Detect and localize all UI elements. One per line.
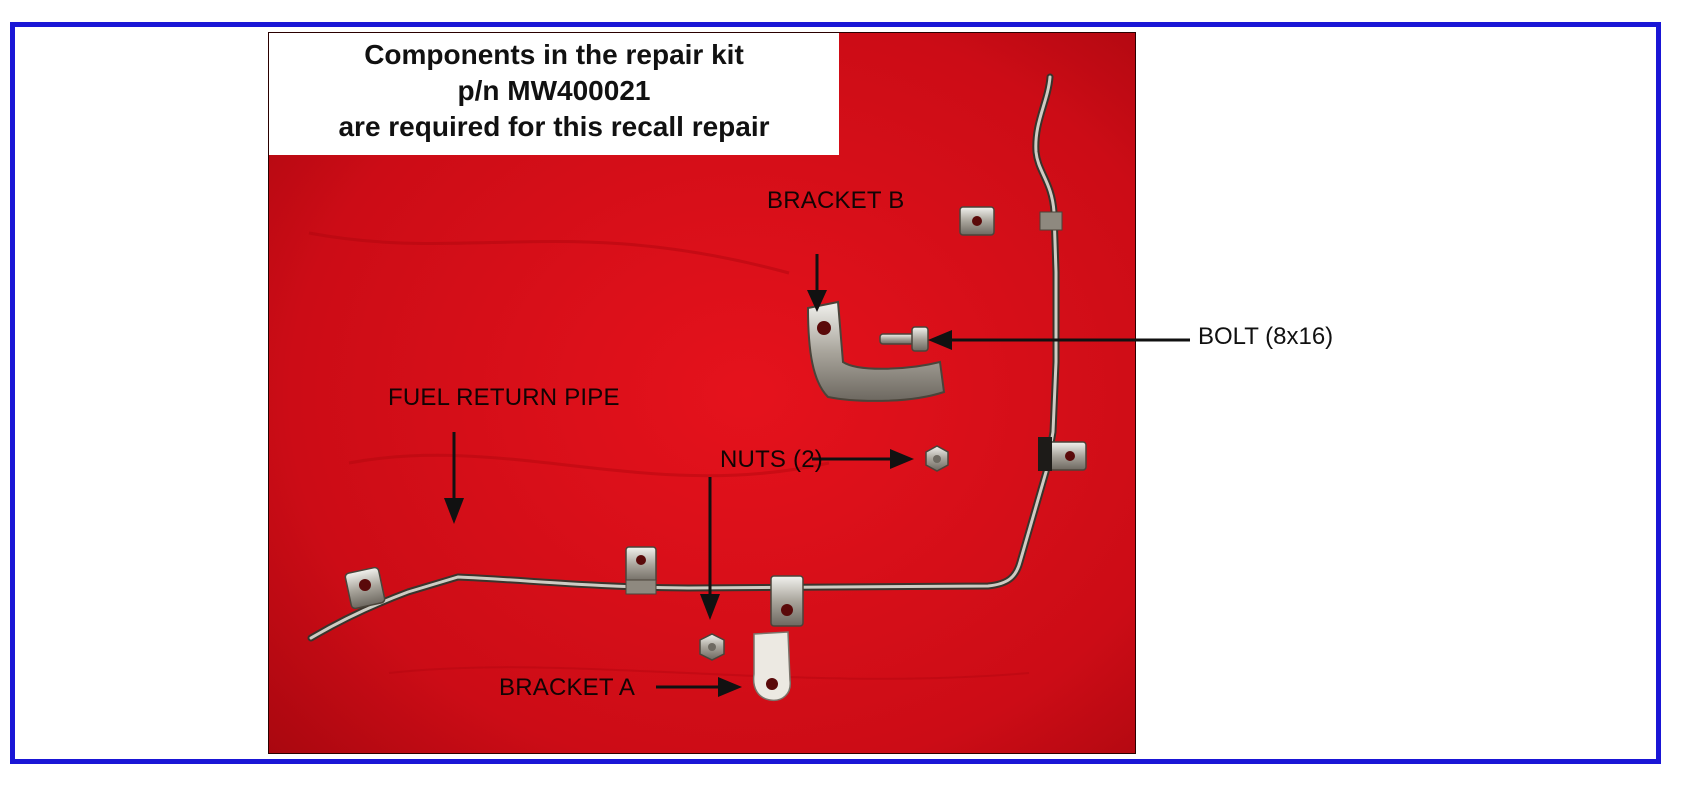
parts-drawing (307, 73, 1190, 702)
label-bracket-a: BRACKET A (499, 674, 636, 701)
label-fuel-return-pipe: FUEL RETURN PIPE (388, 384, 620, 411)
bracket-a-part (752, 631, 791, 702)
arrow-bracket-b (807, 254, 827, 312)
caption-line-3: are required for this recall repair (338, 111, 770, 142)
caption-line-1: Components in the repair kit (364, 39, 744, 70)
nut-upper-part (925, 445, 949, 472)
fuel-return-pipe (307, 73, 1087, 642)
caption-line-2: p/n MW400021 (457, 75, 651, 106)
arrow-fuel-return-pipe (444, 432, 464, 524)
nut-lower-part (699, 633, 725, 661)
caption-box: Components in the repair kit p/n MW40002… (269, 33, 839, 155)
arrow-bolt (928, 330, 1190, 350)
arrow-bracket-a (656, 677, 742, 697)
label-nuts: NUTS (2) (720, 446, 823, 473)
bolt-part (879, 326, 929, 352)
label-bracket-b: BRACKET B (767, 187, 905, 214)
parts-photo: Components in the repair kit p/n MW40002… (268, 32, 1136, 754)
arrow-nuts-down (700, 477, 720, 620)
bracket-b-part (806, 300, 946, 402)
label-bolt: BOLT (8x16) (1198, 323, 1334, 350)
arrow-nuts-right (812, 449, 914, 469)
